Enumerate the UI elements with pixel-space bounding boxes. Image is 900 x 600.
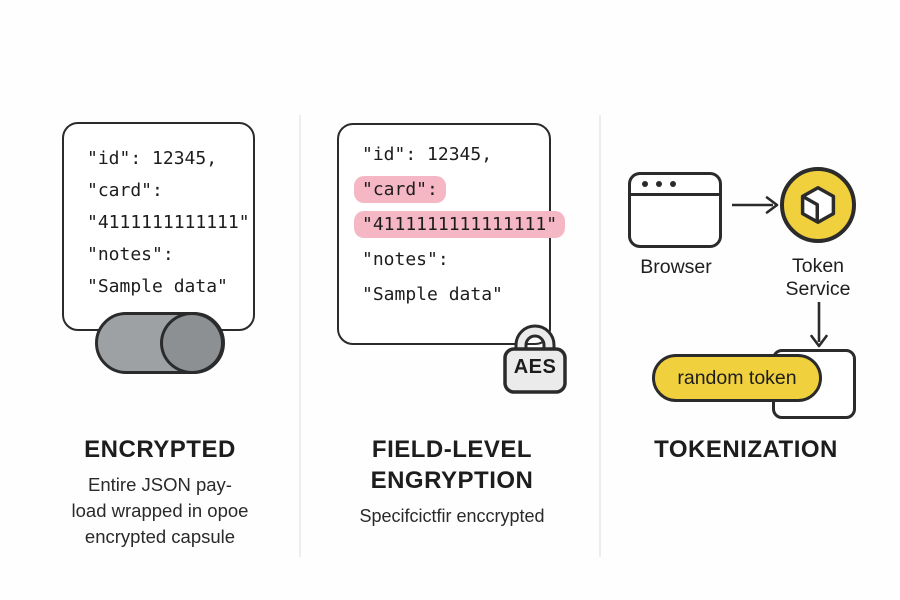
- encrypted-json-card: "id": 12345, "card": "4111111111111" "no…: [62, 122, 255, 331]
- field-level-heading-line1: FIELD-LEVEL: [371, 436, 533, 463]
- arrow-down-icon: [810, 302, 828, 348]
- caption-line: encrypted capsule: [84, 526, 236, 547]
- token-service-label: Token Service: [785, 255, 851, 300]
- field-level-json-card: "id": 12345, "card": "4111111111111111" …: [337, 123, 566, 345]
- arrow-right-icon: [732, 196, 779, 214]
- code-line: "Sample data": [87, 275, 228, 297]
- encrypted-caption: ENCRYPTED Entire JSON pay- load wrapped …: [20, 434, 300, 550]
- code-line: "card":: [87, 179, 163, 201]
- code-line: "notes":: [362, 249, 449, 270]
- browser-dot: [670, 181, 676, 187]
- caption-line: load wrapped in opoe: [71, 500, 249, 521]
- code-line: "4111111111111": [87, 211, 250, 233]
- json-code-block: "id": 12345, "card": "4111111111111" "no…: [64, 124, 253, 302]
- encrypted-heading: ENCRYPTED: [84, 436, 236, 463]
- padlock-icon: AES: [502, 316, 568, 396]
- field-level-heading-line2: ENGRYPTION: [370, 467, 534, 494]
- token-service-icon: [780, 167, 856, 243]
- field-level-caption: FIELD-LEVEL ENGRYPTION Specifcictfir enc…: [312, 434, 592, 529]
- caption-line: Entire JSON pay-: [88, 474, 232, 495]
- browser-dot: [642, 181, 648, 187]
- code-line: "id": 12345,: [362, 144, 493, 165]
- column-divider-right: [599, 115, 601, 557]
- highlighted-code-line: "card":: [354, 176, 446, 203]
- column-divider-left: [299, 115, 301, 557]
- json-code-block: "id": 12345, "card": "4111111111111111" …: [339, 125, 566, 312]
- code-line: "notes":: [87, 243, 174, 265]
- random-token-pill: random token: [652, 354, 822, 402]
- tokenization-caption: TOKENIZATION: [610, 434, 882, 465]
- capsule-icon: [95, 312, 225, 374]
- highlighted-code-line: "4111111111111111": [354, 211, 566, 238]
- aes-label: AES: [513, 356, 557, 378]
- capsule-circle: [160, 312, 224, 374]
- code-line: "Sample data": [362, 284, 503, 305]
- cube-icon: [800, 186, 836, 224]
- browser-label: Browser: [640, 256, 712, 278]
- tokenization-heading: TOKENIZATION: [654, 436, 838, 463]
- caption-line: Specifcictfir enccrypted: [359, 506, 545, 526]
- browser-title-bar: [631, 175, 719, 196]
- browser-dot: [656, 181, 662, 187]
- code-line: "id": 12345,: [87, 147, 218, 169]
- browser-window-icon: [628, 172, 722, 248]
- random-token-label: random token: [677, 366, 797, 389]
